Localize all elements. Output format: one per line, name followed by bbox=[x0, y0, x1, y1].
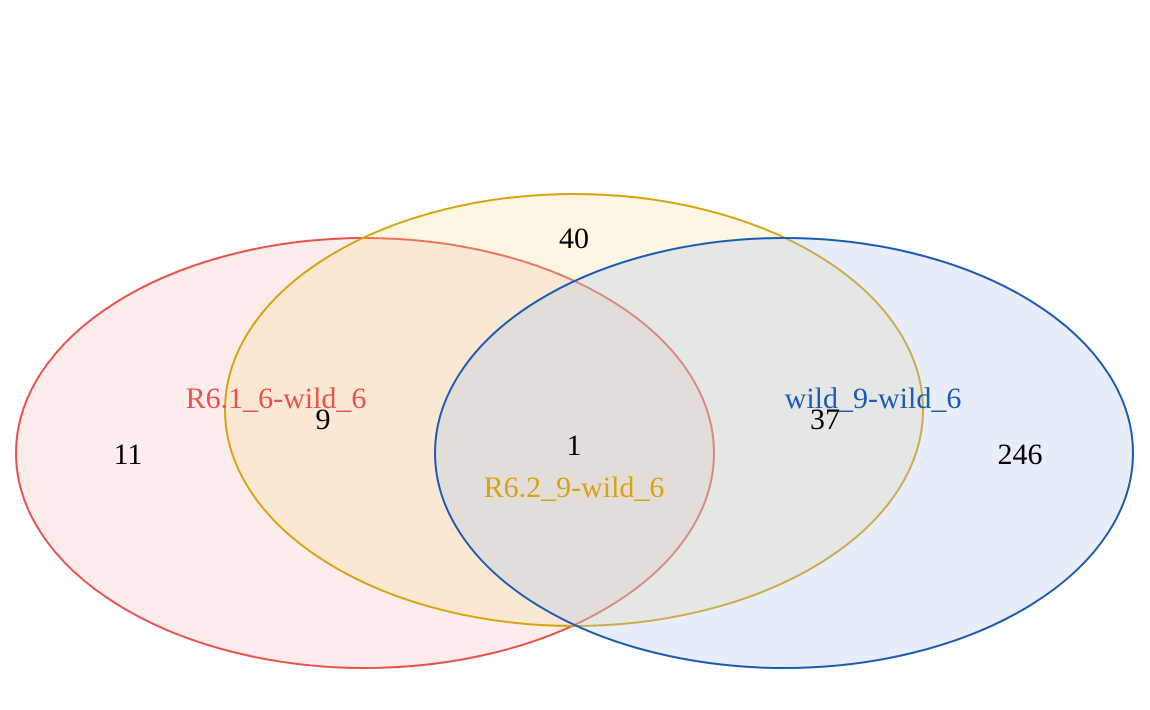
set-a-label: R6.1_6-wild_6 bbox=[186, 382, 367, 415]
count-only-c: 246 bbox=[998, 438, 1043, 471]
set-c-ellipse bbox=[434, 237, 1134, 669]
count-a-and-b-and-c: 1 bbox=[567, 429, 582, 462]
set-c-label: wild_9-wild_6 bbox=[785, 382, 962, 415]
set-b-label: R6.2_9-wild_6 bbox=[484, 471, 665, 504]
count-only-b: 40 bbox=[559, 222, 589, 255]
count-a-and-b: 9 bbox=[316, 403, 331, 436]
count-b-and-c: 37 bbox=[810, 403, 840, 436]
set-b-ellipse bbox=[224, 193, 924, 627]
count-only-a: 11 bbox=[114, 438, 143, 471]
